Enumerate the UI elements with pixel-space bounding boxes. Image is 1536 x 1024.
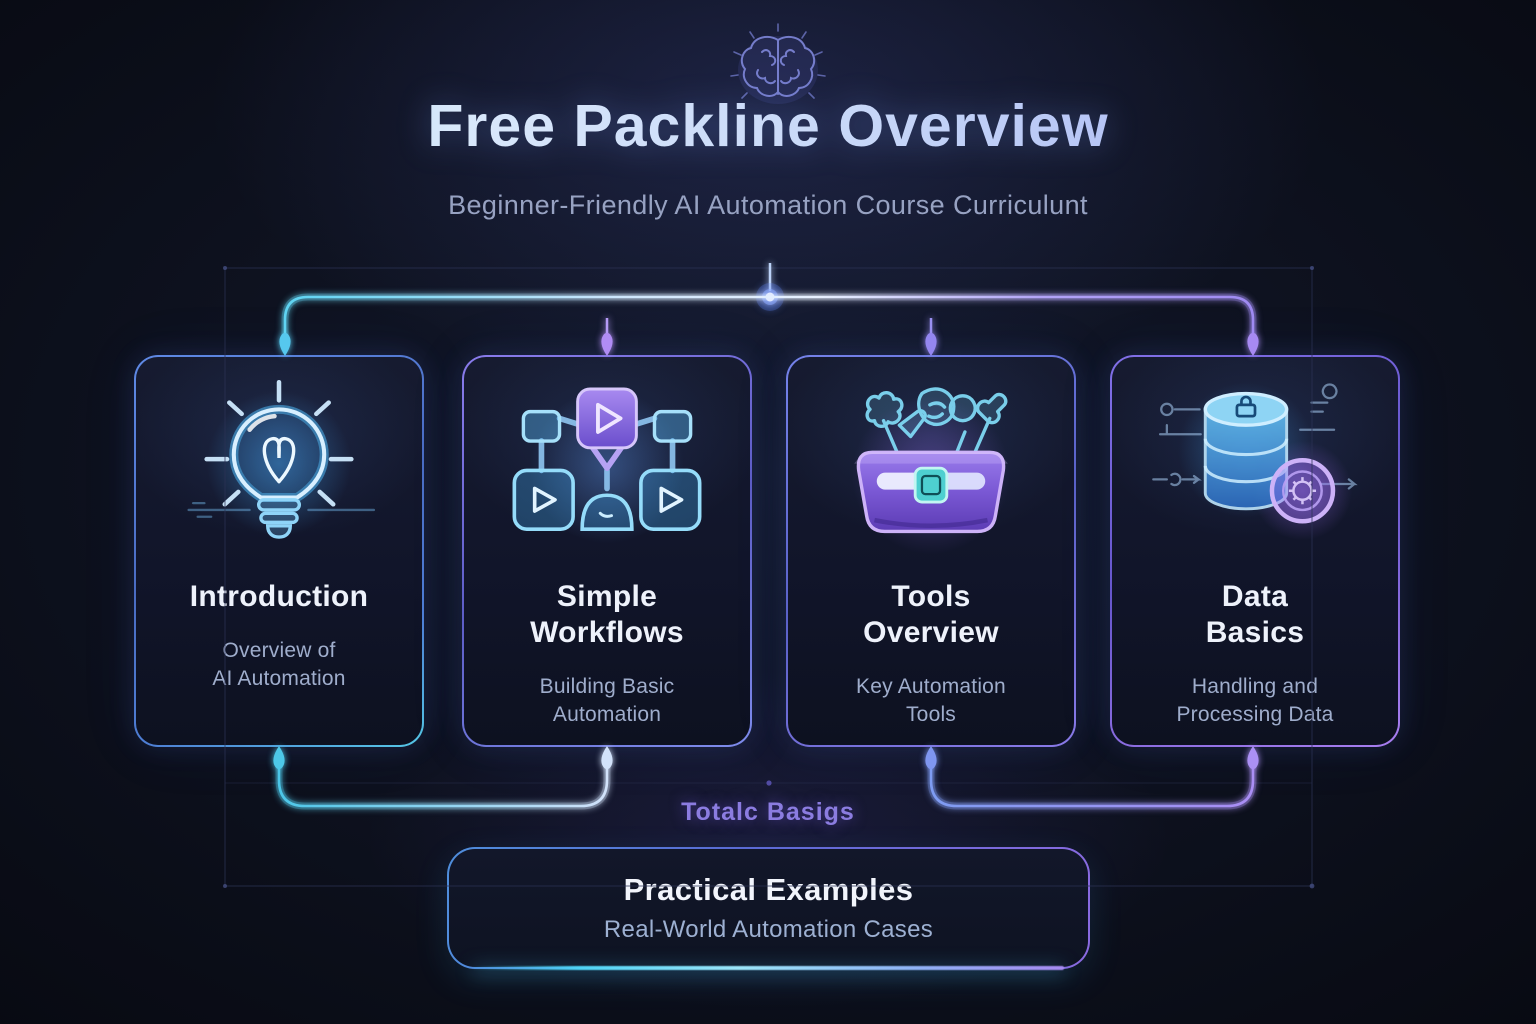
card-simple-workflows: Simple Workflows Building Basic Automati… — [462, 355, 752, 747]
card-icon-wrap — [788, 363, 1074, 571]
card-icon-wrap — [464, 363, 750, 571]
connector-label: Totalc Basigs — [681, 798, 855, 826]
database-icon — [1152, 382, 1358, 541]
page-subtitle: Beginner-Friendly AI Automation Course C… — [448, 190, 1088, 220]
card-icon-wrap — [1112, 363, 1398, 571]
card-subtitle: Key Automation Tools — [856, 675, 1006, 727]
practical-examples-box: Practical Examples Real-World Automation… — [447, 847, 1090, 969]
card-icon-wrap — [136, 363, 422, 571]
footer-title: Practical Examples — [623, 872, 914, 907]
card-data-basics: Data Basics Handling and Processing Data — [1110, 355, 1400, 747]
lightbulb-icon — [187, 379, 376, 539]
card-subtitle: Building Basic Automation — [539, 675, 675, 727]
card-subtitle: Handling and Processing Data — [1176, 675, 1334, 727]
footer-subtitle: Real-World Automation Cases — [603, 916, 934, 943]
workflow-icon — [512, 387, 702, 544]
brain-icon — [730, 23, 826, 104]
card-tools-overview: Tools Overview Key Automation Tools — [786, 355, 1076, 747]
card-introduction: Introduction Overview of AI Automation — [134, 355, 424, 747]
card-subtitle: Overview of AI Automation — [212, 639, 346, 691]
card-title: Introduction — [189, 580, 369, 613]
card-title: Simple Workflows — [530, 580, 684, 649]
toolbox-icon — [851, 387, 1011, 555]
page-title: Free Packline Overview — [0, 92, 1536, 160]
card-title: Data Basics — [1205, 580, 1305, 649]
card-title: Tools Overview — [863, 580, 999, 649]
